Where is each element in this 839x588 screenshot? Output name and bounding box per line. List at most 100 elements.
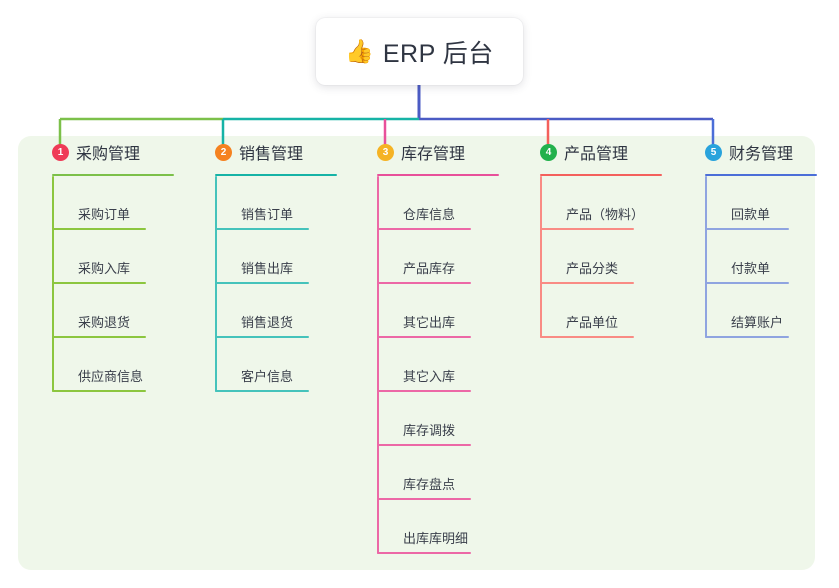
column-title: 销售管理 — [239, 146, 304, 163]
leaf-item-rule — [377, 498, 471, 500]
column-2: 2 销售管理销售订单销售出库销售退货客户信息 — [193, 136, 343, 392]
leaf-item-label: 销售出库 — [241, 261, 294, 276]
leaf-item[interactable]: 库存盘点 — [377, 446, 505, 500]
leaf-item[interactable]: 其它入库 — [377, 338, 505, 392]
leaf-item-rule — [52, 282, 146, 284]
leaf-item-label: 其它入库 — [403, 369, 456, 384]
column-header-1[interactable]: 1 采购管理 — [30, 136, 180, 168]
leaf-item-rule — [52, 390, 146, 392]
column-items: 仓库信息产品库存其它出库其它入库库存调拨库存盘点出库库明细 — [377, 176, 505, 554]
column-title: 库存管理 — [401, 146, 466, 163]
leaf-item-rule — [377, 552, 471, 554]
leaf-item[interactable]: 出库库明细 — [377, 500, 505, 554]
column-number-badge: 1 — [52, 143, 69, 161]
leaf-item-label: 采购退货 — [78, 315, 131, 330]
leaf-item-rule — [215, 282, 309, 284]
leaf-item[interactable]: 仓库信息 — [377, 176, 505, 230]
leaf-item[interactable]: 其它出库 — [377, 284, 505, 338]
leaf-item-label: 仓库信息 — [403, 207, 456, 222]
column-number-badge: 2 — [215, 143, 232, 161]
column-header-rule — [215, 174, 337, 176]
leaf-item-label: 库存调拨 — [403, 423, 456, 438]
leaf-item-label: 产品（物料） — [566, 207, 645, 222]
leaf-item-rule — [540, 282, 634, 284]
column-1: 1 采购管理采购订单采购入库采购退货供应商信息 — [30, 136, 180, 392]
leaf-item-rule — [377, 444, 471, 446]
column-spine-line — [215, 176, 217, 392]
leaf-item-rule — [377, 390, 471, 392]
column-header-2[interactable]: 2 销售管理 — [193, 136, 343, 168]
column-container: 1 采购管理采购订单采购入库采购退货供应商信息 2 销售管理销售订单销售出库销售退货客… — [0, 136, 839, 576]
leaf-item-rule — [377, 336, 471, 338]
column-header-3[interactable]: 3 库存管理 — [355, 136, 505, 168]
leaf-item[interactable]: 供应商信息 — [52, 338, 180, 392]
leaf-item[interactable]: 客户信息 — [215, 338, 343, 392]
column-title: 财务管理 — [729, 146, 794, 163]
leaf-item-rule — [540, 228, 634, 230]
column-4: 4 产品管理产品（物料） 产品分类产品单位 — [518, 136, 668, 338]
leaf-item[interactable]: 结算账户 — [705, 284, 823, 338]
column-items: 采购订单采购入库采购退货供应商信息 — [52, 176, 180, 392]
column-items: 产品（物料） 产品分类产品单位 — [540, 176, 668, 338]
leaf-item-rule — [52, 228, 146, 230]
leaf-item-label: 其它出库 — [403, 315, 456, 330]
column-header-4[interactable]: 4 产品管理 — [518, 136, 668, 168]
thumbs-up-icon: 👍 — [345, 38, 374, 64]
leaf-item[interactable]: 产品分类 — [540, 230, 668, 284]
column-number-badge: 3 — [377, 143, 394, 161]
leaf-item[interactable]: 销售退货 — [215, 284, 343, 338]
column-spine-line — [540, 176, 542, 338]
leaf-item-label: 客户信息 — [241, 369, 294, 384]
leaf-item-rule — [52, 336, 146, 338]
leaf-item[interactable]: 库存调拨 — [377, 392, 505, 446]
leaf-item-rule — [377, 282, 471, 284]
leaf-item-rule — [705, 336, 789, 338]
leaf-item-rule — [215, 390, 309, 392]
column-header-rule — [52, 174, 174, 176]
leaf-item-label: 采购入库 — [78, 261, 131, 276]
column-title: 产品管理 — [564, 146, 629, 163]
leaf-item-rule — [377, 228, 471, 230]
leaf-item-label: 销售退货 — [241, 315, 294, 330]
column-header-rule — [540, 174, 662, 176]
leaf-item-rule — [215, 228, 309, 230]
leaf-item-label: 供应商信息 — [78, 369, 144, 384]
column-number-badge: 4 — [540, 143, 557, 161]
leaf-item-rule — [705, 228, 789, 230]
leaf-item-label: 销售订单 — [241, 207, 294, 222]
leaf-item[interactable]: 产品单位 — [540, 284, 668, 338]
leaf-item-rule — [540, 336, 634, 338]
leaf-item-rule — [215, 336, 309, 338]
leaf-item-label: 出库库明细 — [403, 531, 469, 546]
leaf-item-rule — [705, 282, 789, 284]
leaf-item-label: 回款单 — [731, 207, 771, 222]
column-header-rule — [377, 174, 499, 176]
leaf-item-label: 库存盘点 — [403, 477, 456, 492]
column-header-rule — [705, 174, 817, 176]
root-node-content: 👍 ERP 后台 — [345, 34, 494, 70]
column-items: 回款单付款单结算账户 — [705, 176, 823, 338]
leaf-item[interactable]: 产品库存 — [377, 230, 505, 284]
diagram-background-panel — [18, 136, 815, 570]
column-spine-line — [52, 176, 54, 392]
column-title: 采购管理 — [76, 146, 141, 163]
leaf-item[interactable]: 采购入库 — [52, 230, 180, 284]
leaf-item[interactable]: 采购退货 — [52, 284, 180, 338]
leaf-item[interactable]: 销售订单 — [215, 176, 343, 230]
leaf-item-label: 采购订单 — [78, 207, 131, 222]
root-node-title: ERP 后台 — [382, 39, 494, 68]
column-items: 销售订单销售出库销售退货客户信息 — [215, 176, 343, 392]
leaf-item[interactable]: 产品（物料） — [540, 176, 668, 230]
column-spine-line — [377, 176, 379, 554]
leaf-item[interactable]: 销售出库 — [215, 230, 343, 284]
leaf-item-label: 付款单 — [731, 261, 771, 276]
leaf-item[interactable]: 采购订单 — [52, 176, 180, 230]
column-3: 3 库存管理仓库信息产品库存其它出库其它入库库存调拨库存盘点出库库明细 — [355, 136, 505, 554]
leaf-item[interactable]: 付款单 — [705, 230, 823, 284]
leaf-item-label: 产品分类 — [566, 261, 619, 276]
root-node-card[interactable]: 👍 ERP 后台 — [316, 18, 523, 85]
leaf-item[interactable]: 回款单 — [705, 176, 823, 230]
column-spine-line — [705, 176, 707, 338]
